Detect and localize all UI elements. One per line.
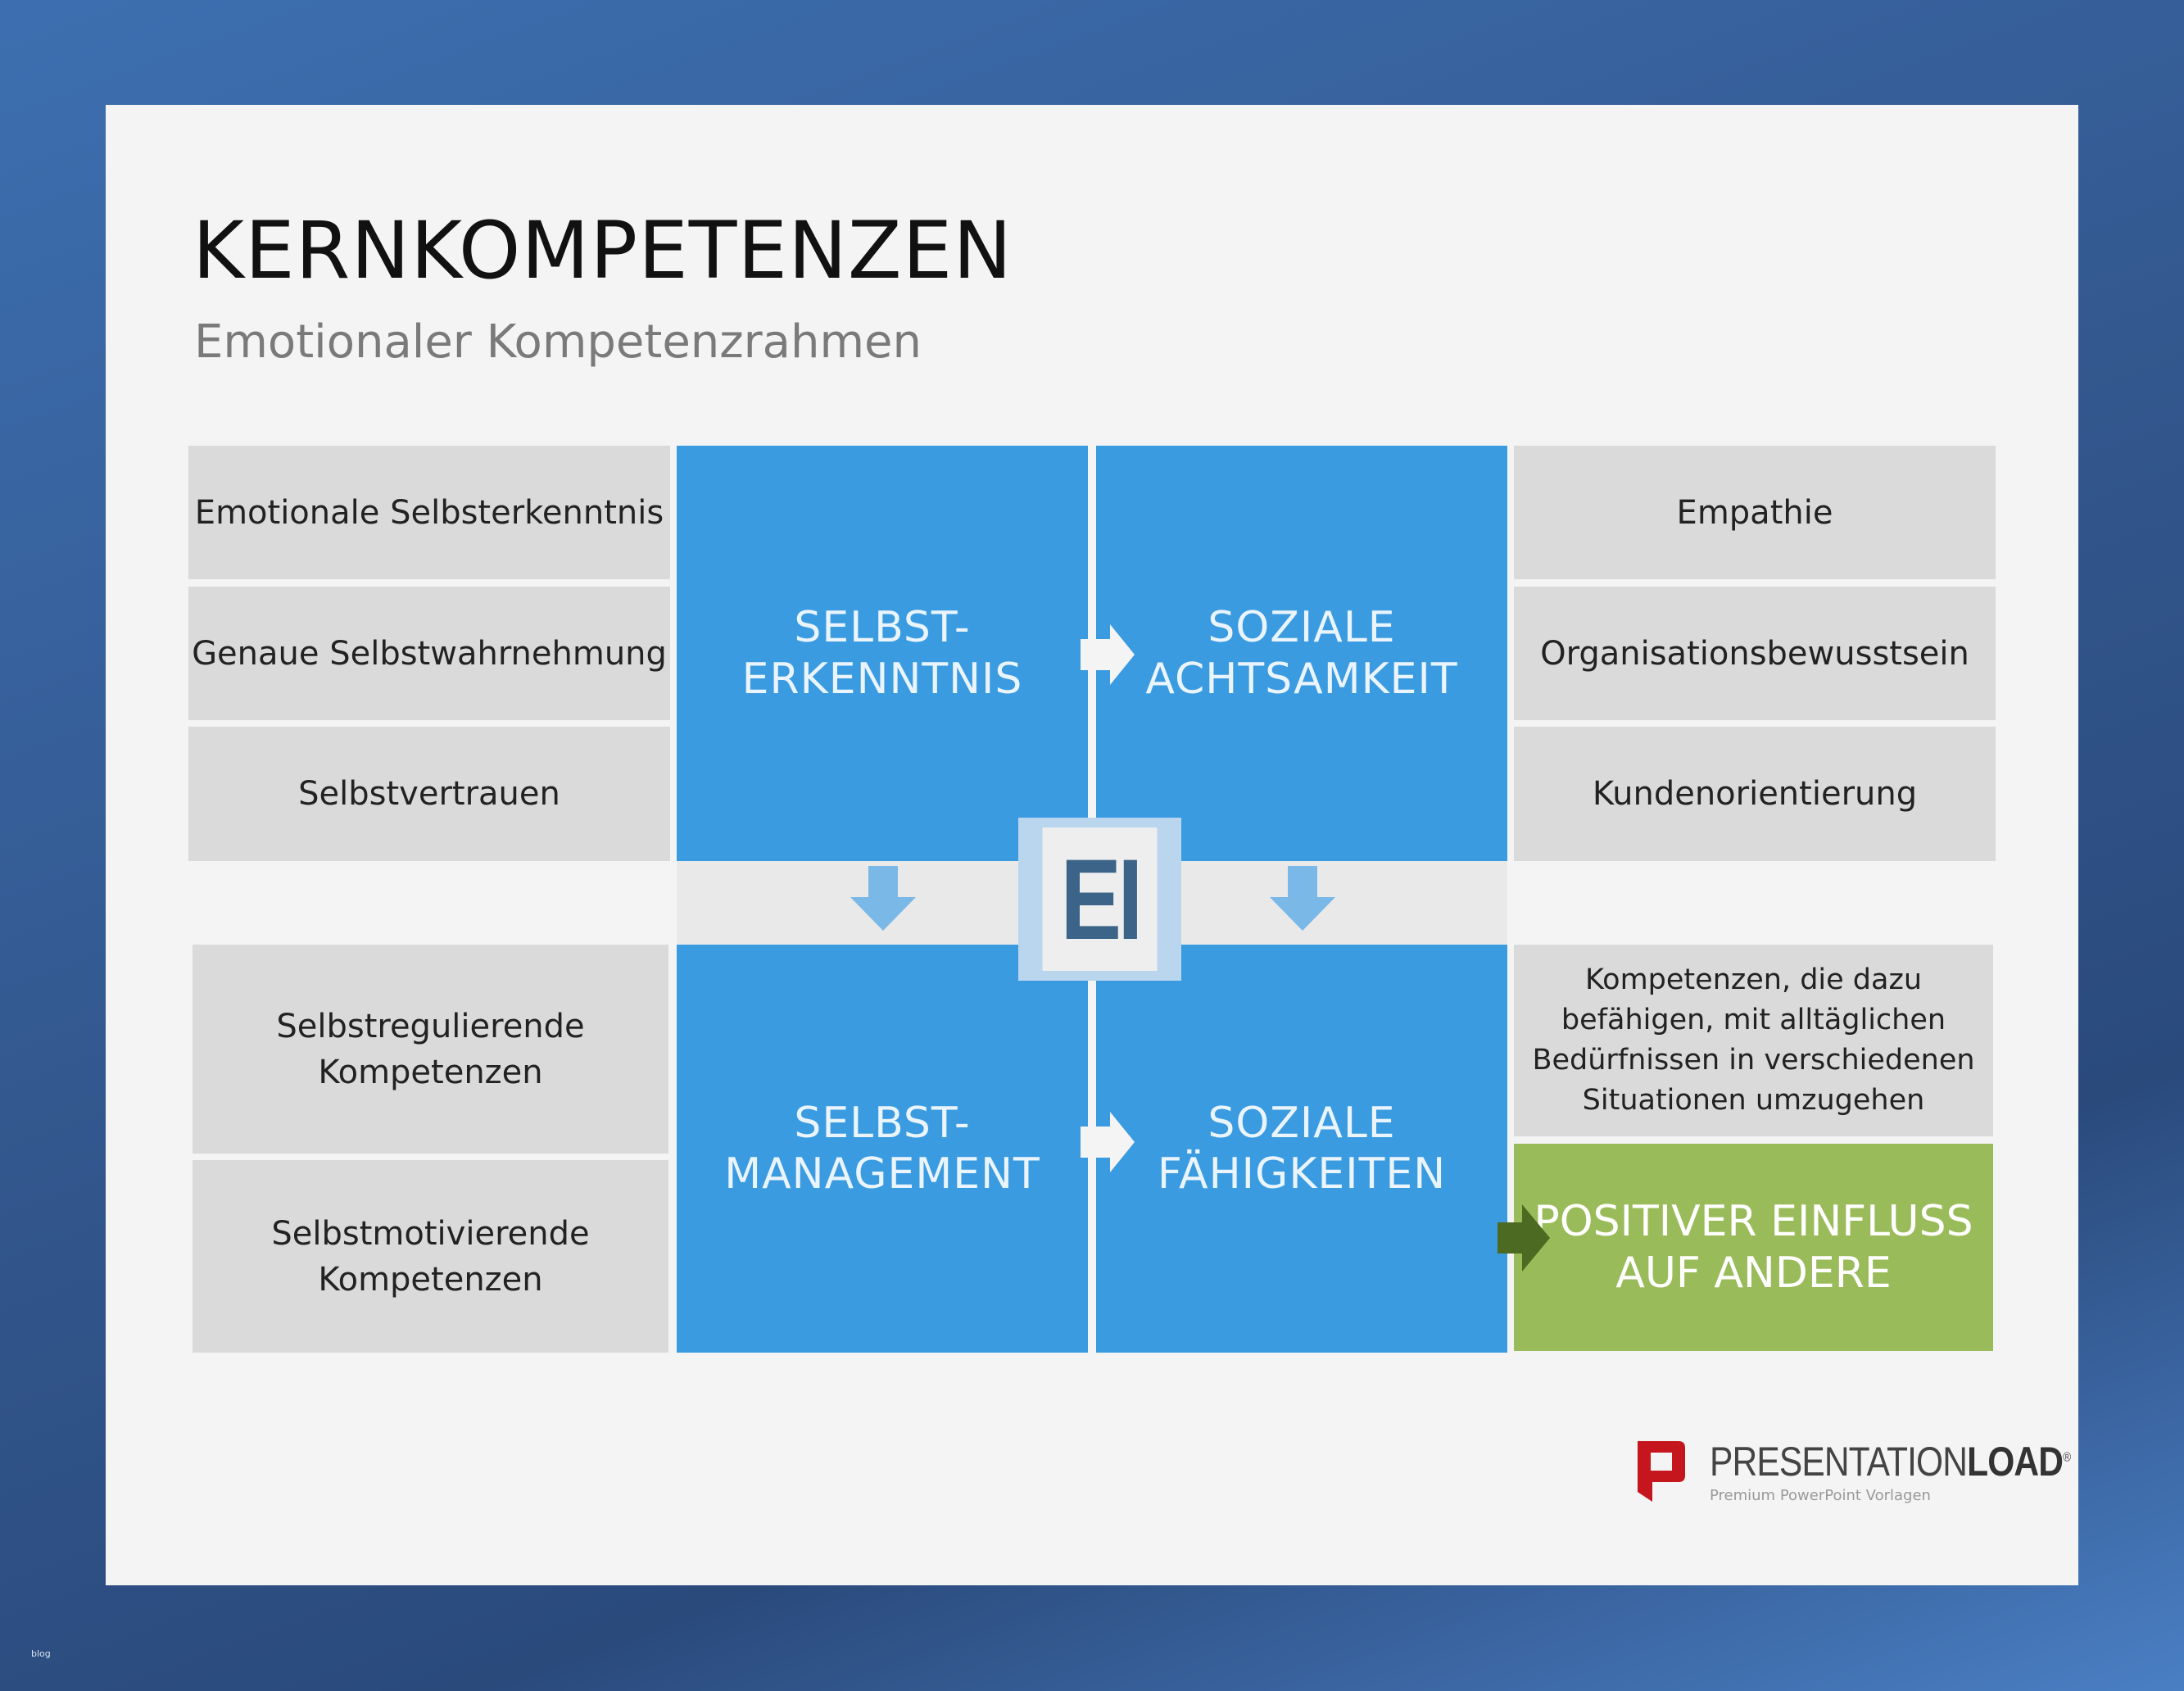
logo-brand-bold: LOAD: [1967, 1439, 2064, 1485]
arrow-right-icon: [1081, 1112, 1135, 1172]
arrow-down-icon: [850, 866, 916, 931]
competency-box: Kundenorientierung: [1514, 727, 1996, 861]
competency-box: Empathie: [1514, 446, 1996, 579]
competency-box: Emotionale Selbsterkenntnis: [188, 446, 670, 579]
arrow-down-icon: [1270, 866, 1335, 931]
slide-title: KERNKOMPETENZEN: [193, 205, 1013, 297]
competency-box: Genaue Selbstwahrnehmung: [188, 587, 670, 720]
corner-text: blog: [31, 1648, 51, 1659]
presentationload-logo: PRESENTATIONLOAD® Premium PowerPoint Vor…: [1634, 1438, 2134, 1504]
arrow-right-icon: [1498, 1204, 1550, 1272]
competency-box: Organisationsbewusstsein: [1514, 587, 1996, 720]
competency-box: Selbstregulierende Kompetenzen: [193, 945, 668, 1154]
logo-brand-light: PRESENTATION: [1710, 1439, 1968, 1485]
outcome-box: POSITIVER EINFLUSS AUF ANDERE: [1514, 1144, 1993, 1351]
ei-label: EI: [1042, 827, 1158, 971]
logo-tagline: Premium PowerPoint Vorlagen: [1710, 1487, 1931, 1504]
logo-reg: ®: [2063, 1450, 2071, 1465]
ei-center-box: EI: [1018, 818, 1181, 981]
competency-box: Selbstvertrauen: [188, 727, 670, 861]
competency-box: Selbstmotivierende Kompetenzen: [193, 1160, 668, 1353]
arrow-right-icon: [1081, 624, 1135, 685]
quadrant-selbstmanagement: SELBST- MANAGEMENT: [677, 945, 1088, 1353]
quadrant-selbsterkenntnis: SELBST- ERKENNTNIS: [677, 446, 1088, 861]
quadrant-soziale-achtsamkeit: SOZIALE ACHTSAMKEIT: [1096, 446, 1507, 861]
description-box: Kompetenzen, die dazu befähigen, mit all…: [1514, 945, 1993, 1136]
quadrant-soziale-faehigkeiten: SOZIALE FÄHIGKEITEN: [1096, 945, 1507, 1353]
slide-subtitle: Emotionaler Kompetenzrahmen: [194, 315, 922, 369]
logo-p-icon: [1638, 1441, 1685, 1502]
